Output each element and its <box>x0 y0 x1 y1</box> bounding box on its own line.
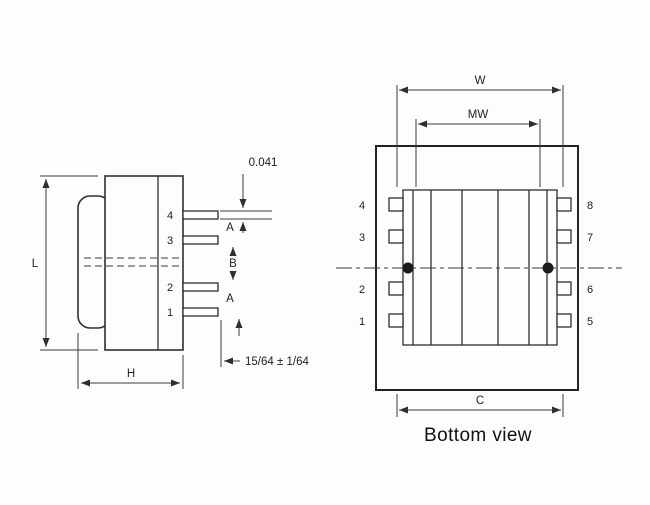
body-core <box>104 175 184 351</box>
pin-3-label: 3 <box>167 235 173 247</box>
dim-thickness-label: 0.041 <box>249 157 278 169</box>
bv-pin-5 <box>556 313 572 328</box>
bv-pin-4-label: 4 <box>359 200 365 212</box>
dim-W-label: W <box>475 75 486 87</box>
dim-MW-label: MW <box>468 109 489 121</box>
dim-C-label: C <box>476 395 484 407</box>
bv-pin-4 <box>388 197 404 212</box>
dim-pin-length-label: 15/64 ± 1/64 <box>245 356 309 368</box>
bv-pin-2-label: 2 <box>359 284 365 296</box>
bv-pin-3 <box>388 229 404 244</box>
pin-1-label: 1 <box>167 307 173 319</box>
mount-hole-left <box>402 262 414 274</box>
bv-pin-6-label: 6 <box>587 284 593 296</box>
bv-pin-7 <box>556 229 572 244</box>
bv-pin-8-label: 8 <box>587 200 593 212</box>
side-view: 4 3 2 1 L H 0.041 A B A 15/64 ± 1/64 <box>32 157 309 389</box>
bv-pin-7-label: 7 <box>587 232 593 244</box>
bv-pin-1-label: 1 <box>359 316 365 328</box>
dim-L-label: L <box>32 258 39 270</box>
dim-a-bottom-label: A <box>226 293 234 305</box>
pin-2 <box>182 282 219 292</box>
dim-H-label: H <box>127 368 135 380</box>
bv-pin-5-label: 5 <box>587 316 593 328</box>
mount-hole-right <box>542 262 554 274</box>
bottom-view: 4 3 2 1 8 7 6 5 W MW C Bottom view <box>336 75 622 446</box>
caption-bottom-view: Bottom view <box>424 425 532 446</box>
dim-a-top-label: A <box>226 222 234 234</box>
bv-pin-3-label: 3 <box>359 232 365 244</box>
bv-pin-8 <box>556 197 572 212</box>
pin-1 <box>182 307 219 317</box>
bv-pin-1 <box>388 313 404 328</box>
pin-2-label: 2 <box>167 282 173 294</box>
pin-4 <box>182 210 219 220</box>
pin-3 <box>182 235 219 245</box>
dim-b-label: B <box>229 258 237 270</box>
bv-pin-2 <box>388 281 404 296</box>
pin-4-label: 4 <box>167 210 173 222</box>
bv-pin-6 <box>556 281 572 296</box>
